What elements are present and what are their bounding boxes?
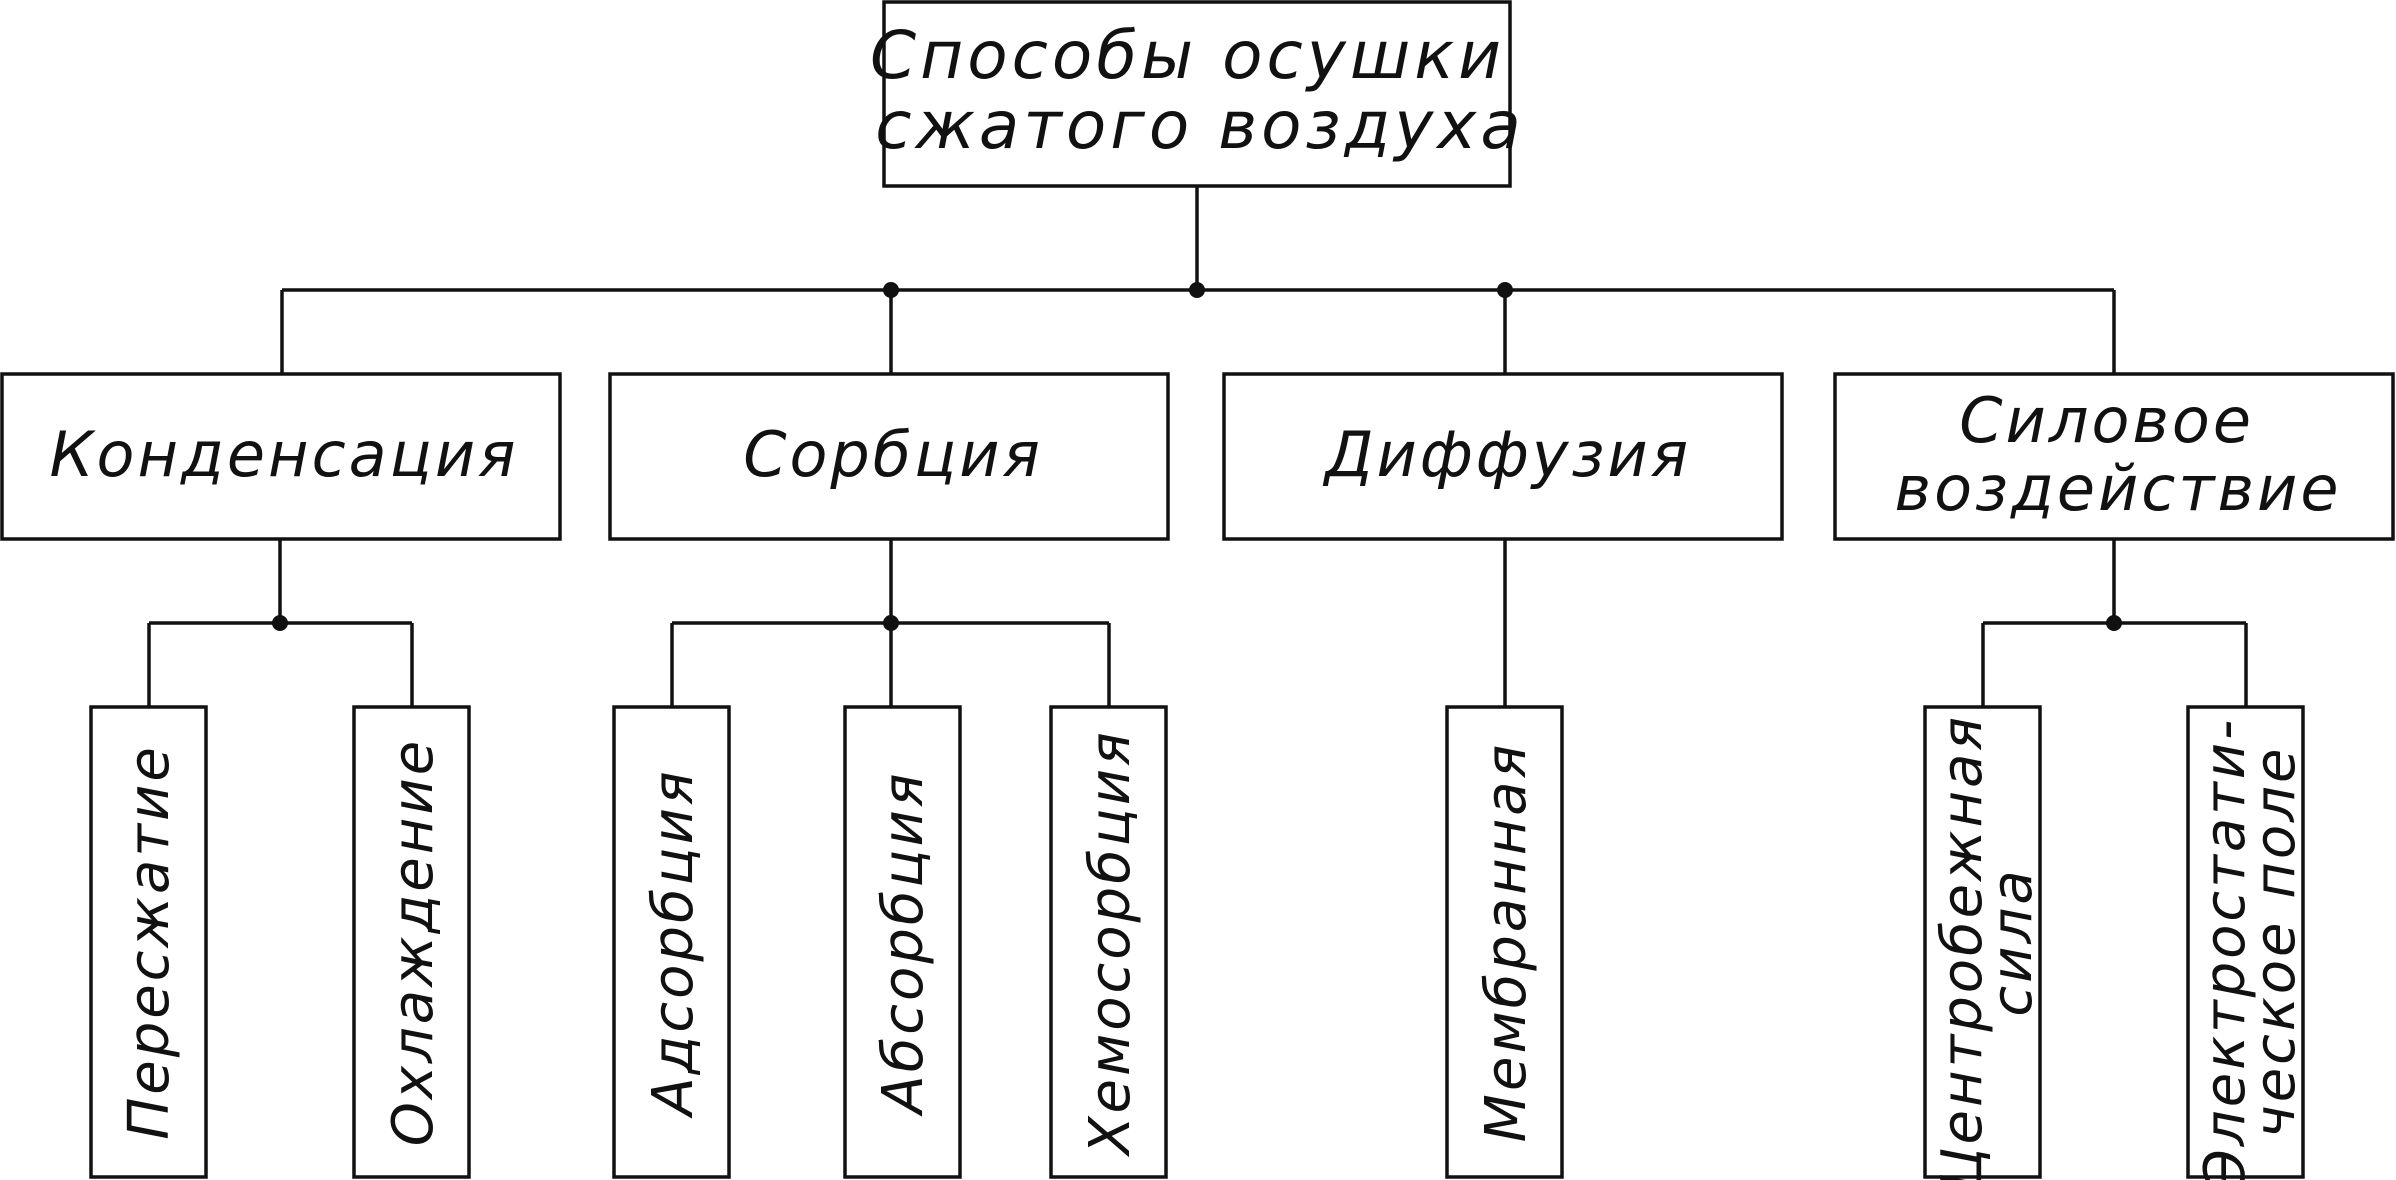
leaf-box xyxy=(612,705,731,1179)
junction-dot xyxy=(883,282,899,298)
leaf-label-line-2: сила xyxy=(1980,867,2045,1016)
category-node-diffusion: Диффузия xyxy=(1222,372,1784,541)
category-node-condensation: Конденсация xyxy=(0,372,562,541)
junction-dots xyxy=(272,282,2122,631)
category-box xyxy=(1833,372,2395,541)
category-label-line-1: Силовое xyxy=(1959,384,2254,457)
root-box xyxy=(882,0,1512,188)
category-node-sorption: Сорбция xyxy=(608,372,1170,541)
leaf-label-line-1: Центробежная xyxy=(1930,714,1995,1180)
leaf-box xyxy=(1923,705,2042,1179)
leaf-node-recompression: Пересжатие xyxy=(89,705,208,1179)
leaf-node-electrostatic-field: Электростати- ческое поле xyxy=(2186,696,2308,1180)
leaf-label: Центробежная сила xyxy=(1930,693,2045,1180)
category-box xyxy=(608,372,1170,541)
leaf-box xyxy=(89,705,208,1179)
leaf-node-cooling: Охлаждение xyxy=(352,705,471,1179)
leaf-node-centrifugal-force: Центробежная сила xyxy=(1923,693,2045,1180)
leaf-label: Адсорбция xyxy=(641,768,706,1118)
junction-dot xyxy=(1497,282,1513,298)
leaf-box xyxy=(1049,705,1168,1179)
category-label: Диффузия xyxy=(1322,418,1691,491)
category-node-force-impact: Силовое воздействие xyxy=(1833,372,2395,541)
leaf-label: Абсорбция xyxy=(871,770,936,1116)
category-label: Силовое воздействие xyxy=(1895,384,2342,525)
leaf-box xyxy=(843,705,962,1179)
root-label-line-1: Способы осушки xyxy=(870,17,1505,94)
category-box xyxy=(1222,372,1784,541)
category-label: Конденсация xyxy=(50,418,519,491)
leaf-label: Хемосорбция xyxy=(1078,729,1143,1158)
leaf-label: Охлаждение xyxy=(381,738,446,1146)
junction-dot xyxy=(1189,282,1205,298)
leaf-box xyxy=(352,705,471,1179)
leaf-node-adsorption: Адсорбция xyxy=(612,705,731,1179)
leaf-box xyxy=(2186,705,2305,1179)
leaf-label-line-2: ческое поле xyxy=(2243,746,2308,1139)
leaf-node-membrane: Мембранная xyxy=(1445,705,1564,1179)
leaf-label-line-1: Электростати- xyxy=(2193,717,2258,1180)
category-box xyxy=(0,372,562,541)
junction-dot xyxy=(272,615,288,631)
category-label: Сорбция xyxy=(743,418,1043,491)
leaf-label: Электростати- ческое поле xyxy=(2193,696,2308,1180)
root-label-line-2: сжатого воздуха xyxy=(875,87,1525,164)
leaf-box xyxy=(1445,705,1564,1179)
leaf-label: Пересжатие xyxy=(117,744,182,1140)
root-label: Способы осушки сжатого воздуха xyxy=(870,17,1530,164)
leaf-node-chemisorption: Хемосорбция xyxy=(1049,705,1168,1179)
category-label-line-2: воздействие xyxy=(1895,452,2342,525)
leaf-label: Мембранная xyxy=(1474,742,1539,1143)
root-node: Способы осушки сжатого воздуха xyxy=(870,0,1530,188)
junction-dot xyxy=(883,615,899,631)
junction-dot xyxy=(2106,615,2122,631)
leaf-node-absorption: Абсорбция xyxy=(843,705,962,1179)
